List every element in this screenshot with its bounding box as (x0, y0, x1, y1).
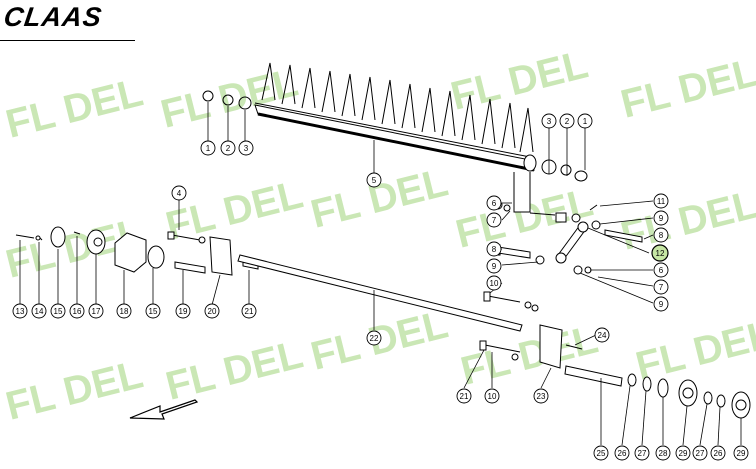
callout-label: 25 (597, 449, 606, 458)
callout-label: 27 (638, 449, 647, 458)
callout-label: 23 (537, 392, 546, 401)
callout-label: 13 (16, 307, 25, 316)
callout-label: 27 (696, 449, 705, 458)
callout-label: 5 (372, 176, 377, 185)
watermark-text: FL DEL (632, 312, 756, 388)
callout-label: 15 (54, 307, 63, 316)
callout-numbers: 1 2 3 5 3 2 1 4 6 7 11 9 8 8 12 9 6 7 9 … (16, 117, 746, 458)
linkage-assembly (491, 200, 643, 275)
watermark-text: FL DEL (457, 317, 603, 393)
callout-label: 29 (679, 449, 688, 458)
watermark-text: FL DEL (447, 42, 593, 118)
watermark-text: FL DEL (2, 70, 148, 146)
callout-label: 8 (659, 231, 664, 240)
callout-label: 18 (120, 307, 129, 316)
callout-label: 8 (492, 245, 497, 254)
callout-label: 6 (659, 266, 664, 275)
watermark-text: FL DEL (2, 352, 148, 428)
callout-label: 9 (659, 300, 664, 309)
callout-label: 10 (490, 279, 499, 288)
callout-label: 1 (206, 144, 211, 153)
callout-label: 29 (737, 449, 746, 458)
logo-underline (0, 40, 135, 41)
callout-label: 14 (35, 307, 44, 316)
direction-arrow-icon (129, 399, 199, 420)
shaft-assembly (564, 365, 751, 419)
callout-label: 9 (492, 262, 497, 271)
callout-label: 26 (714, 449, 723, 458)
left-parts (15, 226, 259, 276)
watermark-text: FL DEL (157, 60, 303, 136)
watermark-text: FL DEL (617, 50, 756, 126)
callout-label: 3 (547, 117, 552, 126)
callout-label: 1 (583, 117, 588, 126)
callout-label: 21 (245, 307, 254, 316)
callout-label: 10 (488, 392, 497, 401)
callout-label: 6 (492, 199, 497, 208)
leader-lines (19, 102, 742, 446)
callout-label: 4 (177, 189, 182, 198)
callout-label: 20 (208, 307, 217, 316)
watermark-text: FL DEL (162, 332, 308, 408)
callout-label: 7 (659, 283, 664, 292)
callout-label: 21 (460, 392, 469, 401)
callout-label-highlighted: 12 (656, 249, 665, 258)
callout-label: 15 (149, 307, 158, 316)
callout-label: 24 (598, 331, 607, 340)
callout-label: 11 (657, 197, 666, 206)
callout-label: 3 (244, 144, 249, 153)
callout-label: 26 (618, 449, 627, 458)
callout-label: 9 (659, 214, 664, 223)
callout-label: 16 (73, 307, 82, 316)
callout-label: 17 (92, 307, 101, 316)
watermark-text: FL DEL (617, 182, 756, 258)
callout-circles (12, 113, 749, 461)
callout-label: 2 (226, 144, 231, 153)
callout-label: 22 (370, 334, 379, 343)
callout-label: 2 (565, 117, 570, 126)
watermark-text: FL DEL (307, 160, 453, 236)
callout-label: 28 (659, 449, 668, 458)
long-rod (237, 254, 583, 369)
callout-label: 19 (179, 307, 188, 316)
watermark-layer: FL DEL FL DEL FL DEL FL DEL FL DEL FL DE… (2, 42, 756, 428)
callout-label: 7 (492, 216, 497, 225)
tine-bar-assembly (202, 62, 588, 213)
